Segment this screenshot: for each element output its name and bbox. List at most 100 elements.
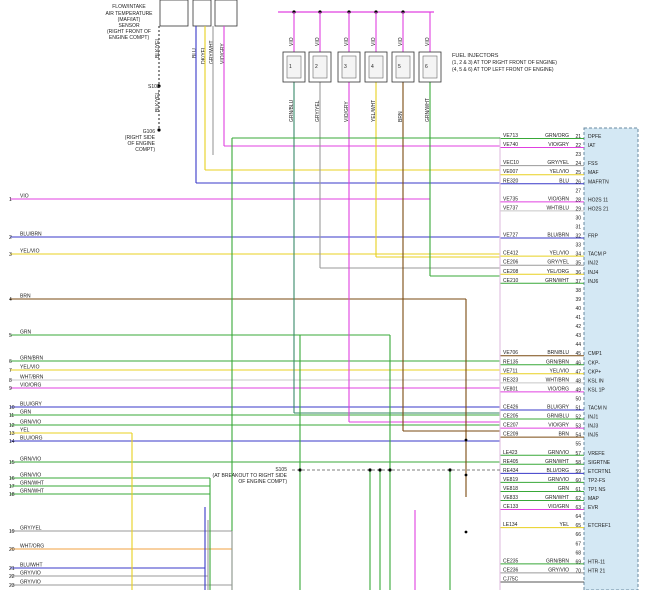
injector-top-wire-label: VIO <box>371 37 377 46</box>
pcm-func: HO2S 21 <box>588 206 609 212</box>
injector-bottom-wire-label: GRY/YEL <box>315 100 321 122</box>
left-row-labels: 1VIO2BLU/BRN3YEL/VIO4BRN5GRN6GRN/BRN7YEL… <box>9 194 44 590</box>
pcm-func: TP2-FS <box>588 478 606 484</box>
pcm-pin-num: 22 <box>575 143 581 149</box>
pcm-pin-num: 34 <box>575 252 581 258</box>
pcm-wire-color: VIO/ORG <box>548 386 570 392</box>
left-row-num: 12 <box>9 423 15 429</box>
junction-dot <box>464 530 468 534</box>
pcm-circuit: RE434 <box>503 468 519 474</box>
pcm-func: MAF <box>588 170 599 176</box>
left-row-num: 10 <box>9 405 15 411</box>
left-row-color: GRY/YEL <box>20 526 42 532</box>
pcm-pin-num: 35 <box>575 261 581 267</box>
pcm-circuit: CE133 <box>503 504 519 510</box>
left-row-num: 8 <box>9 378 12 384</box>
maf-label-5: ENGINE COMPT) <box>109 35 150 41</box>
pcm-pin-num: 66 <box>575 532 581 538</box>
pcm-func: HTR-11 <box>588 559 605 565</box>
pcm-func: INJ4 <box>588 270 599 276</box>
pcm-pin-num: 42 <box>575 324 581 330</box>
pcm-pin-num: 51 <box>575 406 581 412</box>
pcm-circuit: VE737 <box>503 205 518 211</box>
injector-bottom-wire-label: YEL/WHT <box>371 100 377 122</box>
injector-num: 2 <box>315 64 318 70</box>
pcm-pin-num: 41 <box>575 315 581 321</box>
pcm-circuit: RE405 <box>503 459 519 465</box>
left-row-color: VIO <box>20 194 29 200</box>
injector-top-wire-label: VIO <box>398 37 404 46</box>
left-row-num: 4 <box>9 297 12 303</box>
pcm-pin-num: 31 <box>575 225 581 231</box>
pcm-pin-num: 57 <box>575 451 581 457</box>
ground-g106-0: G106 <box>143 129 155 135</box>
pcm-wire-color: GRY/YEL <box>547 260 569 266</box>
pcm-circuit: VE818 <box>503 486 518 492</box>
injector-num: 4 <box>371 64 374 70</box>
pcm-circuit: VE819 <box>503 477 518 483</box>
left-row-color: BLU/WHT <box>20 563 43 569</box>
pcm-wire-color: VIO/GRN <box>548 504 570 510</box>
pcm-circuit: CE208 <box>503 269 519 275</box>
pcm-pin-num: 62 <box>575 496 581 502</box>
left-row-num: 18 <box>9 492 15 498</box>
pcm-circuit: VE801 <box>503 386 518 392</box>
pcm-pin-num: 33 <box>575 243 581 249</box>
left-row-color: YEL/VIO <box>20 365 40 371</box>
pcm-func: CKP- <box>588 360 600 366</box>
splice-s103-label: S103 <box>148 84 160 90</box>
pcm-pin-num: 37 <box>575 279 581 285</box>
pcm-pin-num: 44 <box>575 342 581 348</box>
pcm-wire-color: GRN/VIO <box>548 450 569 456</box>
pcm-circuit: CE236 <box>503 567 519 573</box>
pcm-circuit: CE235 <box>503 558 519 564</box>
left-row-color: GRN <box>20 410 32 416</box>
pcm-circuit: CE210 <box>503 278 519 284</box>
left-row-color: GRN/WHT <box>20 489 44 495</box>
pcm-wire-color: GRY/VIO <box>548 567 569 573</box>
pcm-circuit: RE320 <box>503 178 519 184</box>
pcm-circuit: VE735 <box>503 196 518 202</box>
left-row-color: GRN/VIO <box>20 420 41 426</box>
fuel-injectors-title: FUEL INJECTORS <box>452 53 499 59</box>
pcm-func: MAP <box>588 496 600 502</box>
pcm-wire-color: BLU/ORG <box>546 468 569 474</box>
pcm-pin-num: 28 <box>575 197 581 203</box>
ground-g106-2: OF ENGINE <box>127 141 155 147</box>
pcm-pin-num: 50 <box>575 396 581 402</box>
injector-top-wire-label: VIO <box>344 37 350 46</box>
left-row-color: GRY/VIO <box>20 580 41 586</box>
pcm-wire-color: YEL/ORG <box>547 269 569 275</box>
pcm-circuit: CJ75C <box>503 576 519 582</box>
pcm-wire-color: GRN/BRN <box>546 558 569 564</box>
left-row-num: 2 <box>9 235 12 241</box>
pcm-pin-num: 53 <box>575 424 581 430</box>
left-row-num: 1 <box>9 197 12 203</box>
pcm-circuit: VE833 <box>503 495 518 501</box>
maf-connector-2 <box>192 0 212 27</box>
pcm-pin-num: 36 <box>575 270 581 276</box>
left-row-num: 9 <box>9 386 12 392</box>
maf-label-2: (MAF/IAT) <box>118 17 141 23</box>
junction-dot <box>464 438 468 442</box>
pcm-func: INJ1 <box>588 415 599 421</box>
pcm-circuit: CE205 <box>503 414 519 420</box>
pcm-pin-num: 39 <box>575 297 581 303</box>
pcm-wire-color: BRN/BLU <box>547 350 569 356</box>
pcm-func: KSL 1P <box>588 387 605 393</box>
pcm-pin-num: 60 <box>575 478 581 484</box>
left-row-num: 22 <box>9 574 15 580</box>
pcm-circuit: VEC10 <box>503 160 519 166</box>
pcm-pin-num: 38 <box>575 288 581 294</box>
pcm-pin-num: 29 <box>575 206 581 212</box>
pcm-circuit: LE423 <box>503 450 518 456</box>
left-row-num: 6 <box>9 359 12 365</box>
pcm-wire-color: YEL/VIO <box>550 368 570 374</box>
pcm-wire-color: YEL/VIO <box>550 169 570 175</box>
pcm-circuit: RE323 <box>503 377 519 383</box>
fuel-injectors-sub2: (4, 5 & 6) AT TOP LEFT FRONT OF ENGINE) <box>452 67 554 73</box>
s105-dot <box>298 468 302 472</box>
left-row-num: 15 <box>9 460 15 466</box>
injector-coil <box>422 55 438 79</box>
pcm-pin-num: 65 <box>575 523 581 529</box>
